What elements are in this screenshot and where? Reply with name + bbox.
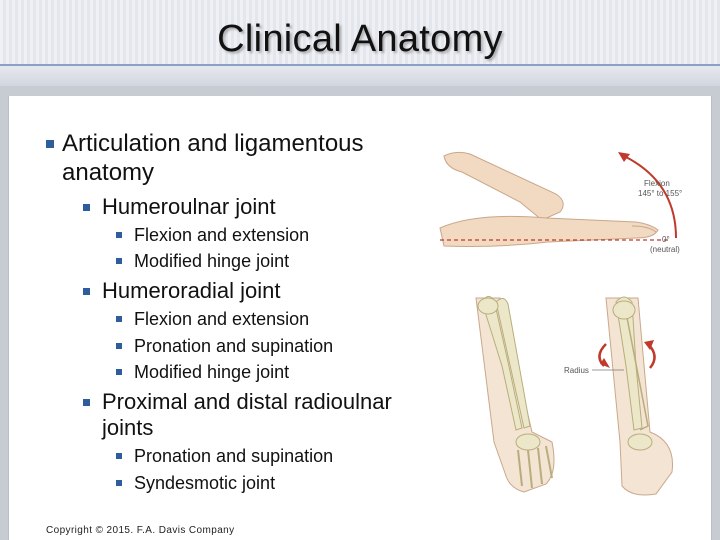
bullet-item: Modified hinge joint bbox=[134, 251, 290, 271]
forearm-supinated-illustration bbox=[475, 296, 555, 493]
bullet-marker bbox=[116, 232, 122, 238]
bullet-marker bbox=[46, 140, 54, 148]
bullet-marker bbox=[116, 316, 122, 322]
copyright-notice: Copyright © 2015. F.A. Davis Company bbox=[46, 525, 235, 536]
bullet-marker bbox=[83, 288, 90, 295]
neutral-label: (neutral) bbox=[650, 245, 680, 254]
bullet-marker bbox=[116, 480, 122, 486]
bullet-item: Flexion and extension bbox=[134, 225, 310, 245]
forearm-pronated-illustration: Radius bbox=[564, 296, 674, 496]
elbow-flexion-illustration: Flexion 145° to 155° 0° (neutral) bbox=[439, 151, 682, 254]
bullet-item: Syndesmotic joint bbox=[134, 473, 276, 493]
content-card bbox=[8, 96, 712, 540]
bullet-marker bbox=[116, 343, 122, 349]
elbow-anatomy-figure: Flexion 145° to 155° 0° (neutral) Radius bbox=[439, 151, 682, 496]
bullet-articulation: Articulation and ligamentous anatomy bbox=[62, 130, 364, 186]
bullet-marker bbox=[83, 399, 90, 406]
radius-label: Radius bbox=[564, 366, 589, 375]
bullet-marker bbox=[116, 369, 122, 375]
bullet-marker bbox=[83, 204, 90, 211]
bullet-item: Pronation and supination bbox=[134, 446, 334, 466]
bullet-marker bbox=[116, 453, 122, 459]
bullet-marker bbox=[116, 258, 122, 264]
bullet-item: Flexion and extension bbox=[134, 309, 310, 329]
bullet-radioulnar: Proximal and distal radioulnar joints bbox=[102, 389, 392, 440]
title-banner-shade bbox=[0, 66, 720, 86]
bullet-item: Pronation and supination bbox=[134, 336, 334, 356]
flexion-range-label: 145° to 155° bbox=[638, 189, 682, 198]
bullet-humeroulnar: Humeroulnar joint bbox=[102, 194, 276, 219]
flexion-label: Flexion bbox=[644, 179, 670, 188]
slide-title: Clinical Anatomy bbox=[217, 18, 503, 60]
title-rule bbox=[0, 64, 720, 66]
bullet-item: Modified hinge joint bbox=[134, 362, 290, 382]
zero-degree-label: 0° bbox=[662, 235, 670, 244]
bullet-humeroradial: Humeroradial joint bbox=[102, 278, 281, 303]
